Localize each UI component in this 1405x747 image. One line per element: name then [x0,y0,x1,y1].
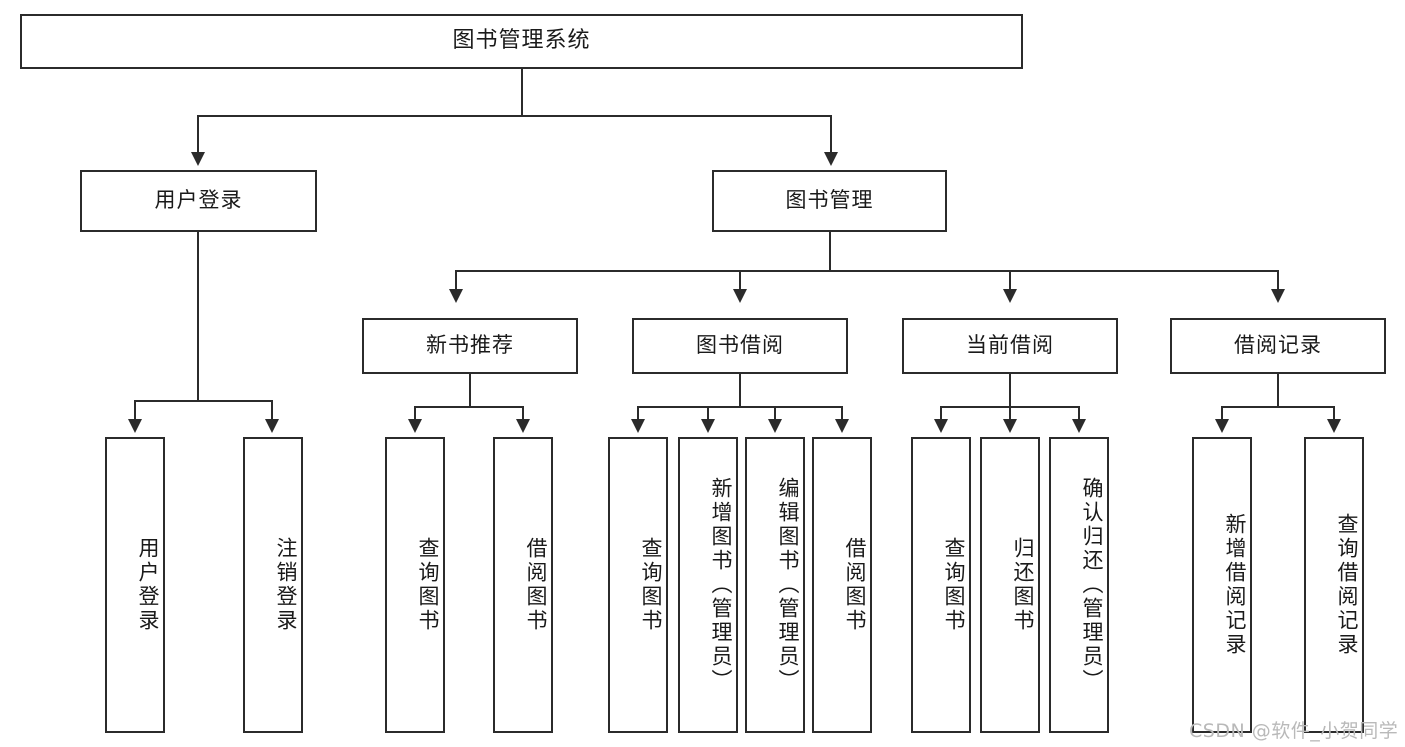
node-leaf-query-book-1-label: 查询图书 [416,537,440,633]
node-leaf-borrow-book-1[interactable]: 借阅图书 [493,437,553,733]
node-leaf-borrow-book-2-label: 借阅图书 [843,537,867,633]
node-leaf-confirm-return[interactable]: 确认归还（管理员） [1049,437,1109,733]
node-leaf-add-record[interactable]: 新增借阅记录 [1192,437,1252,733]
arrowhead-leaf-user-logout [265,419,279,433]
arrowhead-new-book-rec [449,289,463,303]
node-leaf-return-book[interactable]: 归还图书 [980,437,1040,733]
node-leaf-add-record-label: 新增借阅记录 [1223,513,1247,657]
edge-bb-drop-4 [841,406,843,422]
node-book-manage-label: 图书管理 [785,188,874,213]
watermark: CSDN @软件_小贺同学 [1189,716,1398,743]
edge-level2-bus [197,115,832,117]
node-leaf-add-book-label: 新增图书（管理员） [709,477,733,693]
edge-cb-drop-1 [940,406,942,422]
arrowhead-leaf-borrow-book-2 [835,419,849,433]
arrowhead-leaf-user-login [128,419,142,433]
node-user-login[interactable]: 用户登录 [80,170,317,232]
node-leaf-query-book-3-label: 查询图书 [942,537,966,633]
node-leaf-query-book-3[interactable]: 查询图书 [911,437,971,733]
node-book-borrow-label: 图书借阅 [696,333,784,358]
node-leaf-user-logout[interactable]: 注销登录 [243,437,303,733]
node-book-borrow[interactable]: 图书借阅 [632,318,848,374]
node-leaf-user-login-label: 用户登录 [136,537,160,633]
node-leaf-confirm-return-label: 确认归还（管理员） [1080,477,1104,693]
arrowhead-current-borrow [1003,289,1017,303]
node-leaf-query-book-2-label: 查询图书 [639,537,663,633]
node-leaf-borrow-book-1-label: 借阅图书 [524,537,548,633]
node-leaf-borrow-book-2[interactable]: 借阅图书 [812,437,872,733]
node-borrow-record[interactable]: 借阅记录 [1170,318,1386,374]
arrowhead-book-borrow [733,289,747,303]
edge-user-login-drop-1 [134,400,136,422]
arrowhead-user-login [191,152,205,166]
edge-nbr-drop-1 [414,406,416,422]
edge-to-user-login [197,115,199,155]
edge-book-borrow-stem [739,374,741,408]
edge-user-login-stem [197,232,199,402]
edge-level3-bus [455,270,1279,272]
node-leaf-edit-book-label: 编辑图书（管理员） [776,477,800,693]
edge-to-book-manage [830,115,832,155]
edge-user-login-bus [134,400,273,402]
edge-borrow-record-stem [1277,374,1279,408]
node-leaf-query-book-2[interactable]: 查询图书 [608,437,668,733]
edge-book-borrow-bus [637,406,843,408]
arrowhead-leaf-return-book [1003,419,1017,433]
edge-bb-drop-3 [774,406,776,422]
node-leaf-add-book[interactable]: 新增图书（管理员） [678,437,738,733]
edge-new-book-rec-bus [414,406,524,408]
edge-current-borrow-stem [1009,374,1011,408]
edge-cb-drop-2 [1009,406,1011,422]
node-book-manage[interactable]: 图书管理 [712,170,947,232]
arrowhead-book-manage [824,152,838,166]
edge-br-drop-1 [1221,406,1223,422]
edge-to-current-borrow [1009,270,1011,292]
node-leaf-query-book-1[interactable]: 查询图书 [385,437,445,733]
arrowhead-borrow-record [1271,289,1285,303]
watermark-text: CSDN @软件_小贺同学 [1189,720,1399,742]
edge-bb-drop-1 [637,406,639,422]
node-new-book-rec[interactable]: 新书推荐 [362,318,578,374]
node-current-borrow[interactable]: 当前借阅 [902,318,1118,374]
edge-cb-drop-3 [1078,406,1080,422]
node-leaf-query-record-label: 查询借阅记录 [1335,513,1359,657]
node-leaf-user-logout-label: 注销登录 [274,537,298,633]
edge-root-stem [521,69,523,116]
edge-to-borrow-record [1277,270,1279,292]
arrowhead-leaf-query-book-3 [934,419,948,433]
node-leaf-query-record[interactable]: 查询借阅记录 [1304,437,1364,733]
node-new-book-rec-label: 新书推荐 [426,333,514,358]
edge-borrow-record-bus [1221,406,1335,408]
arrowhead-leaf-add-book [701,419,715,433]
arrowhead-leaf-edit-book [768,419,782,433]
arrowhead-leaf-borrow-book-1 [516,419,530,433]
arrowhead-leaf-query-record [1327,419,1341,433]
node-user-login-label: 用户登录 [154,188,243,213]
node-leaf-return-book-label: 归还图书 [1011,537,1035,633]
edge-user-login-drop-2 [271,400,273,422]
node-borrow-record-label: 借阅记录 [1234,333,1322,358]
node-leaf-edit-book[interactable]: 编辑图书（管理员） [745,437,805,733]
edge-new-book-rec-stem [469,374,471,408]
node-leaf-user-login[interactable]: 用户登录 [105,437,165,733]
arrowhead-leaf-query-book-2 [631,419,645,433]
edge-br-drop-2 [1333,406,1335,422]
node-root[interactable]: 图书管理系统 [20,14,1023,69]
edge-to-book-borrow [739,270,741,292]
arrowhead-leaf-confirm-return [1072,419,1086,433]
arrowhead-leaf-add-record [1215,419,1229,433]
edge-book-manage-stem [829,232,831,272]
edge-bb-drop-2 [707,406,709,422]
edge-to-new-book-rec [455,270,457,292]
arrowhead-leaf-query-book-1 [408,419,422,433]
node-root-label: 图书管理系统 [452,28,591,54]
node-current-borrow-label: 当前借阅 [966,333,1054,358]
edge-nbr-drop-2 [522,406,524,422]
